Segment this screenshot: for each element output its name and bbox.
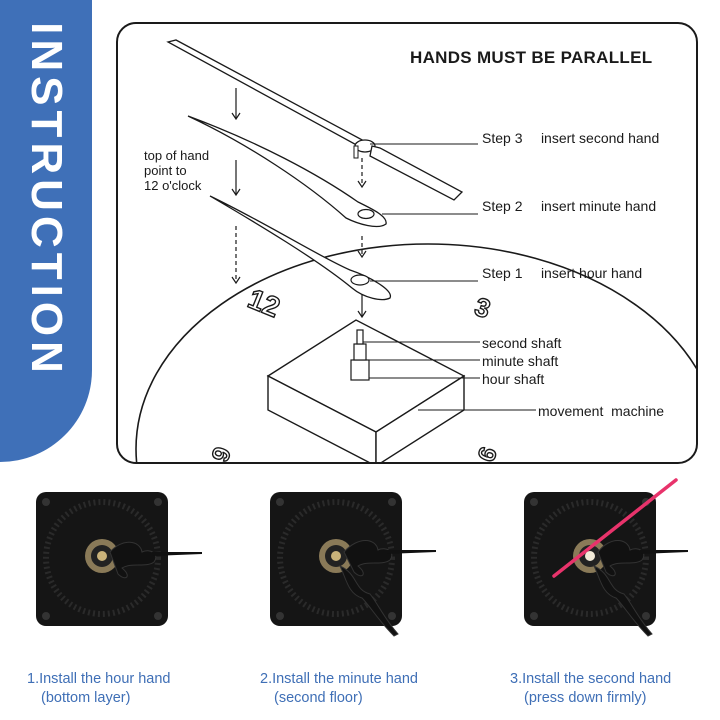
minute-shaft-label: minute shaft [482,353,559,369]
photo-install-hour-hand [22,478,222,658]
step-3-label: Step 3 insert second hand [482,130,659,148]
note-line-1: top of hand [144,148,210,163]
caption-step-2: 2.Install the minute hand (second floor) [260,670,418,708]
movement-photo-3 [524,478,688,637]
diagram-drawing: 12 3 9 6 [135,39,696,464]
caption-3-line2: (press down firmly) [524,690,647,706]
side-banner: INSTRUCTION [0,0,92,462]
movement-machine-label: movement machine [538,403,665,419]
caption-1-line1: 1.Install the hour hand [27,671,171,687]
clock-dial-outline [135,243,696,462]
step-1-text: insert hour hand [540,265,643,281]
step-3-number: Step 3 [482,130,523,146]
caption-1-line2: (bottom layer) [41,690,131,706]
insert-arrows [231,88,367,319]
step-1-label: Step 1 insert hour hand [482,265,642,283]
photo-install-minute-hand [258,478,458,658]
step-2-text: insert minute hand [540,198,657,214]
hand-direction-note: top of hand point to 12 o'clock [144,148,209,193]
dial-number-9: 9 [207,444,237,464]
second-shaft-label: second shaft [482,335,562,351]
movement-photo-2 [270,492,436,637]
caption-step-1: 1.Install the hour hand (bottom layer) [27,670,171,708]
caption-2-line1: 2.Install the minute hand [260,671,418,687]
step-3-text: insert second hand [540,130,660,146]
dial-number-3: 3 [471,291,494,324]
step-2-label: Step 2 insert minute hand [482,198,656,216]
minute-hand-drawing [187,115,387,228]
caption-2-line2: (second floor) [274,690,363,706]
photo-install-second-hand [510,478,710,658]
step-2-number: Step 2 [482,198,523,214]
dial-number-12: 12 [244,283,285,323]
step-1-number: Step 1 [482,265,523,281]
assembly-diagram: 12 3 9 6 [116,22,698,464]
caption-3-line1: 3.Install the second hand [510,671,672,687]
second-hand-drawing [166,39,464,201]
leader-lines [363,143,536,411]
note-line-2: point to [144,163,187,178]
dial-number-6: 6 [473,444,503,464]
movement-machine-drawing [266,319,466,462]
hour-hand-drawing [209,195,391,301]
movement-photo-1 [36,492,202,626]
diagram-header: HANDS MUST BE PARALLEL [410,48,653,67]
hour-shaft-label: hour shaft [482,371,545,387]
caption-step-3: 3.Install the second hand (press down fi… [510,670,671,708]
note-line-3: 12 o'clock [144,178,202,193]
banner-title: INSTRUCTION [22,22,71,378]
